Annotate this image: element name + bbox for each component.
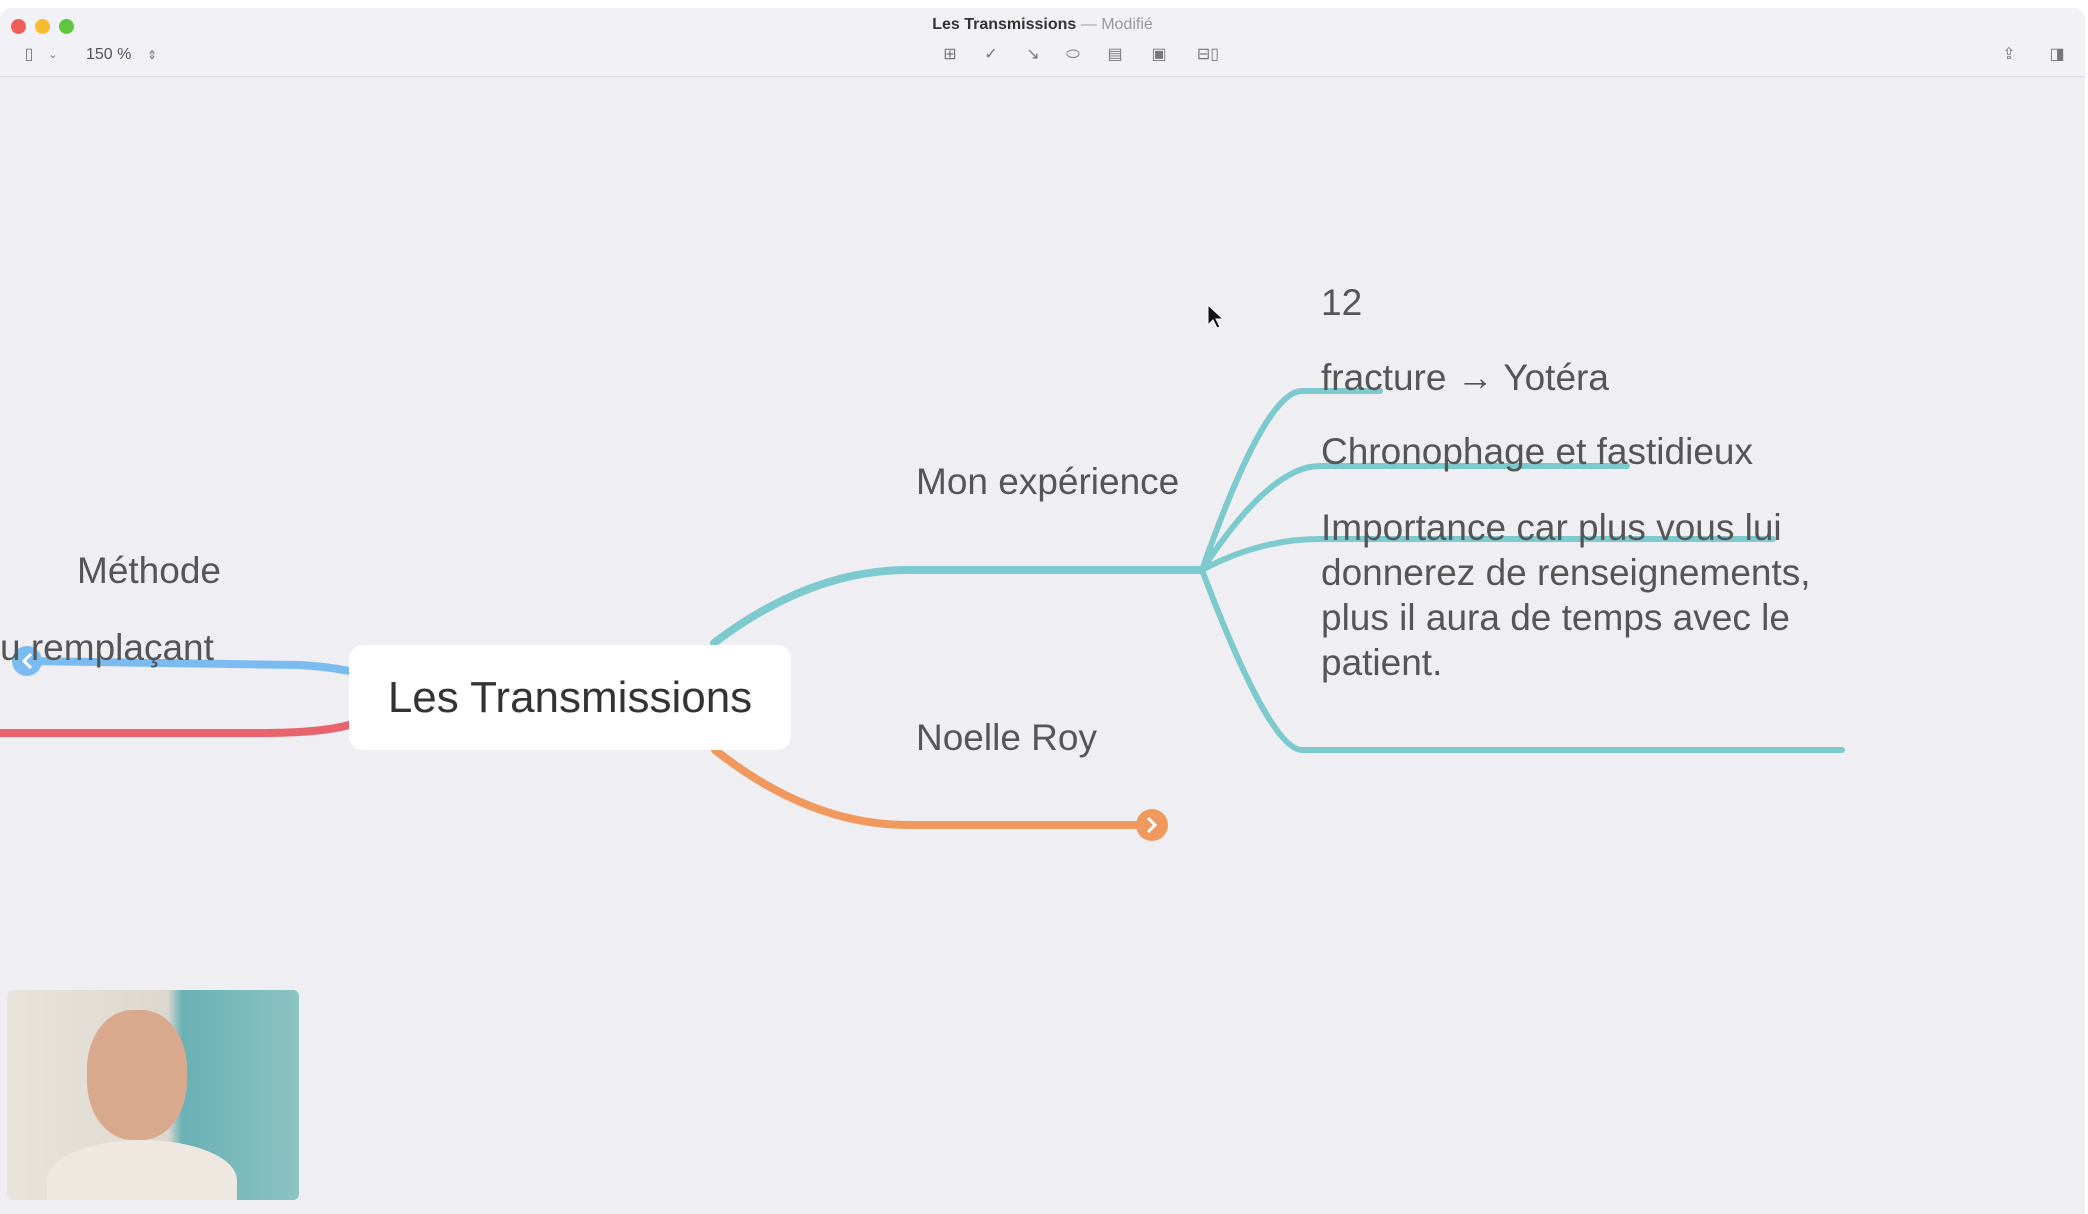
task-icon[interactable]: ✓ [984,46,998,63]
text-line: plus il aura de temps avec le [1321,597,1790,638]
document-title: Les Transmissions [932,16,1077,33]
collapse-methode-button[interactable] [12,646,42,676]
branch-12 [1199,388,1383,573]
relationship-icon[interactable]: ↘ [1026,46,1040,63]
topic-remplacant[interactable]: u remplaçant [0,627,214,668]
expand-noelle-button[interactable] [1136,809,1168,841]
connections [0,303,1845,841]
text-line: patient. [1321,642,1443,683]
zoom-stepper-icon[interactable]: ⇕ [146,48,158,62]
text-line: donnerez de renseignements, [1321,552,1811,593]
chevron-down-icon[interactable]: ⌄ [48,49,58,61]
mindmap-canvas[interactable]: Méthode u remplaçant Les Transmissions M… [0,77,2085,1214]
subtopic-12[interactable]: 12 [1321,282,1363,323]
branch-noelle [711,746,1156,829]
layout-icon[interactable]: ⊟▯ [1196,46,1220,63]
title-bar: Les Transmissions — Modifié ▯ ⌄ 150 % ⇕ … [0,8,2085,77]
note-icon[interactable]: ▤ [1107,46,1123,63]
mouse-cursor-icon [1207,303,1225,329]
share-icon[interactable]: ⇪ [2002,46,2016,63]
branch-remplacant [0,721,353,737]
branch-methode [23,657,353,675]
zoom-level[interactable]: 150 % [86,46,132,63]
topic-methode[interactable]: Méthode [77,550,221,591]
sidebar-icon[interactable]: ▯ [24,46,34,63]
window-title: Les Transmissions — Modifié [932,16,1153,33]
webcam-overlay [7,990,299,1200]
chevron-left-icon [21,652,33,670]
central-topic[interactable]: Les Transmissions [349,645,791,750]
chevron-right-icon [1146,816,1158,834]
branch-experience [710,566,1206,647]
subtopic-fracture[interactable]: fracture → Yotéra [1321,357,1609,398]
image-icon[interactable]: ▣ [1151,46,1167,63]
topic-mon-experience[interactable]: Mon expérience [916,461,1180,502]
person-shirt [47,1140,237,1200]
focus-icon[interactable]: ⊞ [943,46,957,63]
boundary-icon[interactable]: ⬭ [1066,46,1080,63]
topic-noelle-roy[interactable]: Noelle Roy [916,717,1097,758]
minimize-button[interactable] [35,19,50,34]
close-button[interactable] [11,19,26,34]
subtopic-importance[interactable]: Importance car plus vous lui donnerez de… [1321,505,1811,685]
subtopic-chronophage[interactable]: Chronophage et fastidieux [1321,431,1753,472]
branch-importance [1199,567,1845,753]
inspector-icon[interactable]: ◨ [2049,46,2065,63]
branch-fracture [1199,463,1630,573]
document-status: Modifié [1101,16,1153,33]
text-line: Importance car plus vous lui [1321,507,1782,548]
person-face [87,1010,187,1140]
zoom-button[interactable] [59,19,74,34]
branch-chrono [1199,536,1776,573]
app-window: Les Transmissions — Modifié ▯ ⌄ 150 % ⇕ … [0,8,2085,1214]
